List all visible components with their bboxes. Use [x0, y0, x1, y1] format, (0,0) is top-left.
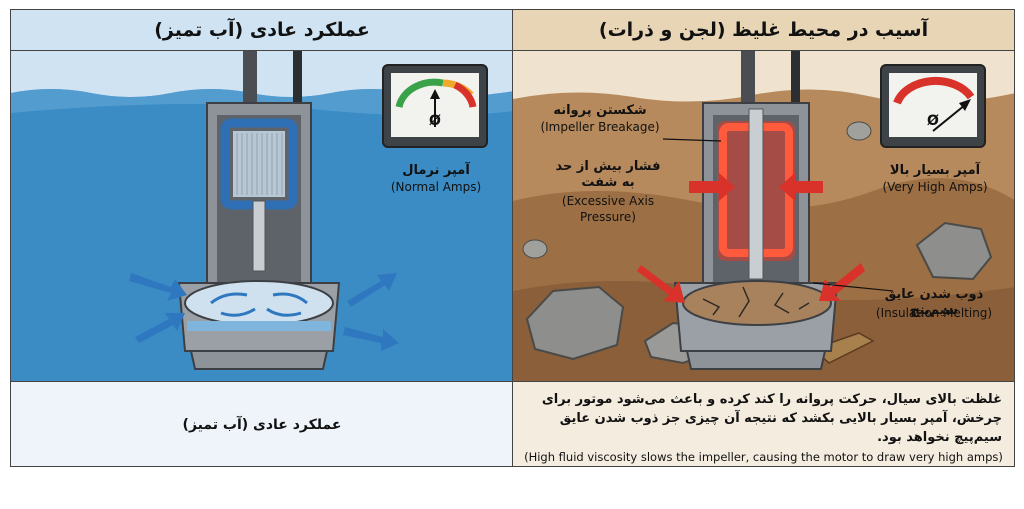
insulation-melting-label-fa: ذوب شدن عایق سیم‌پیچ — [884, 287, 984, 318]
impeller-breakage-label-en: (Impeller Breakage) — [540, 120, 660, 134]
high-amps-gauge — [880, 64, 986, 148]
sludge-scene: Ø شکستن پروانه (Impeller Breakage) فشار … — [513, 51, 1014, 381]
shaft — [252, 200, 266, 272]
high-amps-label-fa: آمپر بسیار بالا — [889, 163, 981, 178]
right-footer: غلظت بالای سیال، حرکت پروانه را کند کرده… — [513, 381, 1014, 466]
insulation-melting-label-en: (Insulation Melting) — [875, 306, 993, 320]
flow-arrows — [129, 273, 399, 351]
shaft-damaged — [748, 108, 764, 280]
normal-amps-label-fa: آمپر نرمال — [402, 163, 470, 178]
pressure-arrows — [637, 173, 865, 303]
right-footer-text-fa: غلظت بالای سیال، حرکت پروانه را کند کرده… — [541, 392, 1002, 445]
damage-panel: آسیب در محیط غلیظ (لجن و ذرات) — [512, 9, 1015, 467]
right-panel-title: آسیب در محیط غلیظ (لجن و ذرات) — [513, 10, 1014, 51]
left-footer-text: عملکرد عادی (آب تمیز) — [182, 417, 342, 433]
left-panel-title: عملکرد عادی (آب تمیز) — [11, 10, 513, 51]
impeller — [184, 280, 334, 326]
axis-pressure-label-fa-2: به شفت — [581, 175, 635, 190]
left-footer: عملکرد عادی (آب تمیز) — [11, 381, 513, 466]
high-amps-label-en: (Very High Amps) — [882, 180, 988, 194]
normal-amps-label-en: (Normal Amps) — [390, 180, 482, 194]
rock — [525, 285, 625, 361]
clean-water-panel: عملکرد عادی (آب تمیز) — [10, 9, 514, 467]
clean-water-illustration — [11, 51, 513, 381]
impeller-broken — [682, 280, 832, 326]
pump-body-damaged — [673, 102, 839, 370]
motor-coil-blue — [220, 118, 298, 210]
right-footer-text-en: (High fluid viscosity slows the impeller… — [524, 450, 1003, 464]
right-gauge-symbol: Ø — [927, 113, 939, 129]
axis-pressure-label-en-1: (Excessive Axis — [561, 194, 655, 208]
axis-pressure-label-en-2: Pressure) — [580, 210, 636, 224]
impeller-breakage-label-fa: شکستن پروانه — [553, 103, 647, 118]
left-gauge-symbol: Ø — [429, 113, 441, 129]
clean-water-scene: Ø آمپر نرمال (Normal Amps) — [11, 51, 513, 381]
pump-body — [177, 102, 341, 370]
normal-amps-gauge — [382, 64, 488, 148]
sludge-illustration — [513, 51, 1014, 381]
axis-pressure-label-fa-1: فشار بیش از حد — [555, 159, 661, 174]
power-cable — [243, 51, 257, 103]
